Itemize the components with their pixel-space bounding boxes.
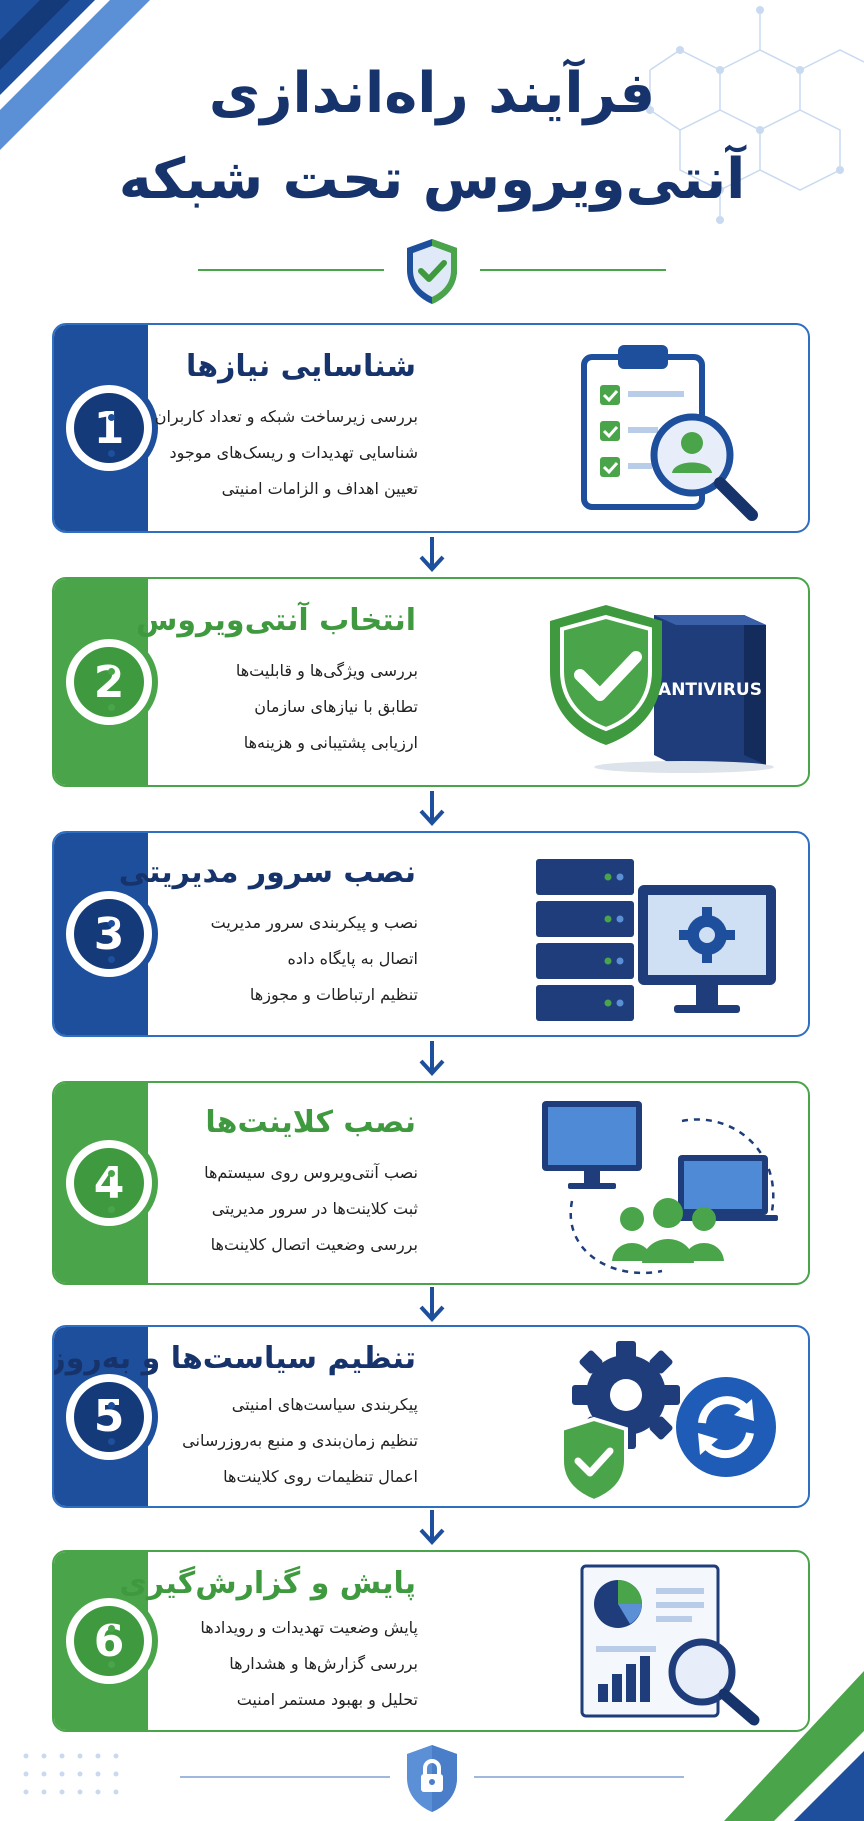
step-item: اعمال تنظیمات روی کلاینت‌ها [108,1459,418,1495]
step-item: تنظیم زمان‌بندی و منبع به‌روزرسانی [108,1423,418,1459]
page-title-line-1: فرآیند راه‌اندازی [208,61,656,126]
step-item: شناسایی تهدیدات و ریسک‌های موجود [108,435,418,471]
lock-shield-icon [407,1745,457,1812]
footer-divider-right [474,1776,684,1778]
footer-divider-left [180,1776,390,1778]
step-card-1: 1 شناسایی نیازها بررسی زیرساخت شبکه و تع… [52,323,810,533]
step-card-6: 6 پایش و گزارش‌گیری پایش وضعیت تهدیدات و… [52,1550,810,1732]
antivirus-box-label: ANTIVIRUS [658,680,762,700]
step-item: ثبت کلاینت‌ها در سرور مدیریتی [108,1191,418,1227]
step-item: بررسی گزارش‌ها و هشدارها [108,1646,418,1682]
step-items: نصب و پیکربندی سرور مدیریت اتصال به پایگ… [108,905,418,1013]
step-title: نصب کلاینت‌ها [205,1105,416,1140]
step-number-badge: 2 [60,633,158,731]
step-items: نصب آنتی‌ویروس روی سیستم‌ها ثبت کلاینت‌ه… [108,1155,418,1263]
step-number-badge: 3 [60,885,158,983]
step-item: ارزیابی پشتیبانی و هزینه‌ها [108,725,418,761]
step-item: پایش وضعیت تهدیدات و رویدادها [108,1610,418,1646]
clients-network-icon [542,1101,778,1275]
step-item: بررسی وضعیت اتصال کلاینت‌ها [108,1227,418,1263]
arrow-down-icon [419,791,445,826]
step-title: پایش و گزارش‌گیری [119,1566,416,1601]
network-hex-decoration [646,6,864,224]
step-items: پیکربندی سیاست‌های امنیتی تنظیم زمان‌بند… [108,1387,418,1495]
step-item: تطابق با نیازهای سازمان [108,689,418,725]
step-items: بررسی ویژگی‌ها و قابلیت‌ها تطابق با نیاز… [108,653,418,761]
corner-stripes-bottom-right [724,1671,864,1821]
step-card-5: 5 تنظیم سیاست‌ها و به‌روزرسانی پیکربندی … [52,1325,810,1508]
step-title: تنظیم سیاست‌ها و به‌روزرسانی [52,1341,416,1376]
page-title-line-2: آنتی‌ویروس تحت شبکه [118,147,746,212]
step-item: نصب و پیکربندی سرور مدیریت [108,905,418,941]
clipboard-search-icon [581,345,758,521]
arrow-down-icon [419,1287,445,1322]
step-number-badge: 5 [60,1367,158,1466]
step-card-4: 4 نصب کلاینت‌ها نصب آنتی‌ویروس روی سیستم… [52,1081,810,1285]
step-item: نصب آنتی‌ویروس روی سیستم‌ها [108,1155,418,1191]
arrow-down-icon [419,1510,445,1545]
step-item: بررسی ویژگی‌ها و قابلیت‌ها [108,653,418,689]
header-divider-right [480,269,666,271]
step-item: تحلیل و بهبود مستمر امنیت [108,1682,418,1718]
arrow-down-icon [419,537,445,572]
step-card-2: 2 انتخاب آنتی‌ویروس بررسی ویژگی‌ها و قاب… [52,577,810,787]
server-monitor-gear-icon [536,859,776,1021]
step-number-badge: 1 [60,379,158,477]
header-divider-left [198,269,384,271]
gear-shield-sync-icon [560,1341,776,1503]
step-title: انتخاب آنتی‌ویروس [135,603,416,638]
step-title: شناسایی نیازها [186,349,416,384]
shield-check-icon [407,239,457,304]
dot-grid-decoration [23,1753,119,1795]
corner-stripes-top-left [0,0,150,150]
step-items: بررسی زیرساخت شبکه و تعداد کاربران شناسا… [108,399,418,507]
report-chart-search-icon [580,1564,760,1726]
step-item: پیکربندی سیاست‌های امنیتی [108,1387,418,1423]
step-item: تنظیم ارتباطات و مجوزها [108,977,418,1013]
step-items: پایش وضعیت تهدیدات و رویدادها بررسی گزار… [108,1610,418,1718]
step-item: تعیین اهداف و الزامات امنیتی [108,471,418,507]
step-item: بررسی زیرساخت شبکه و تعداد کاربران [108,399,418,435]
shield-antivirus-box-icon: ANTIVIRUS [550,605,774,773]
step-number-badge: 4 [60,1134,158,1232]
step-title: نصب سرور مدیریتی [118,855,416,890]
step-item: اتصال به پایگاه داده [108,941,418,977]
step-card-3: 3 نصب سرور مدیریتی نصب و پیکربندی سرور م… [52,831,810,1037]
step-number: 2 [74,647,144,717]
arrow-down-icon [419,1041,445,1076]
